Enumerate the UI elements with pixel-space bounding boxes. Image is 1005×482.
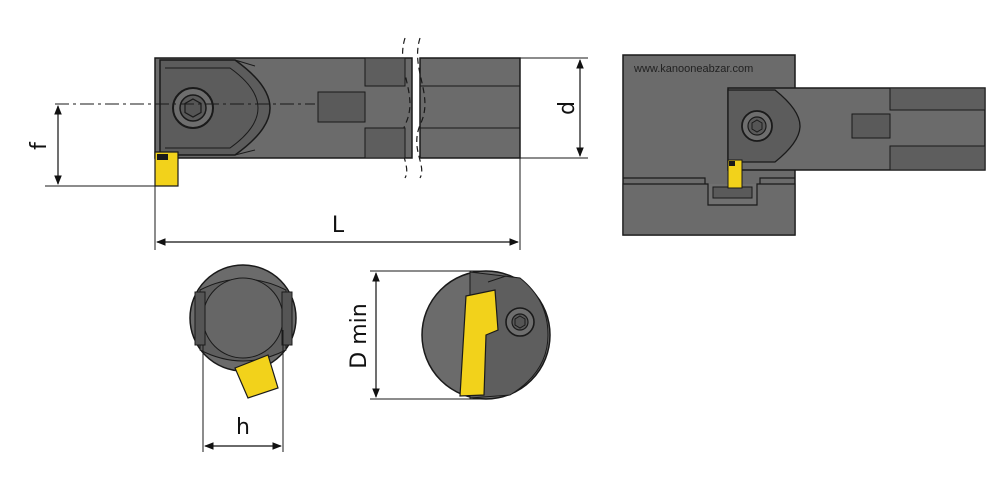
label-D-min: D min — [347, 303, 372, 368]
bore-view — [370, 270, 551, 400]
insert — [459, 289, 499, 397]
shank-body-rear — [419, 57, 521, 159]
watermark: www.kanooneabzar.com — [633, 63, 753, 75]
insert — [727, 159, 743, 189]
label-d: d — [555, 101, 580, 115]
label-f: f — [27, 141, 52, 150]
label-L: L — [332, 213, 345, 238]
break-line — [416, 37, 426, 179]
insert — [154, 151, 179, 187]
mounted-view — [622, 54, 986, 236]
side-view — [45, 37, 588, 250]
end-view — [189, 264, 297, 452]
clamp-head — [159, 59, 271, 156]
label-h: h — [236, 415, 250, 440]
insert — [234, 354, 279, 399]
